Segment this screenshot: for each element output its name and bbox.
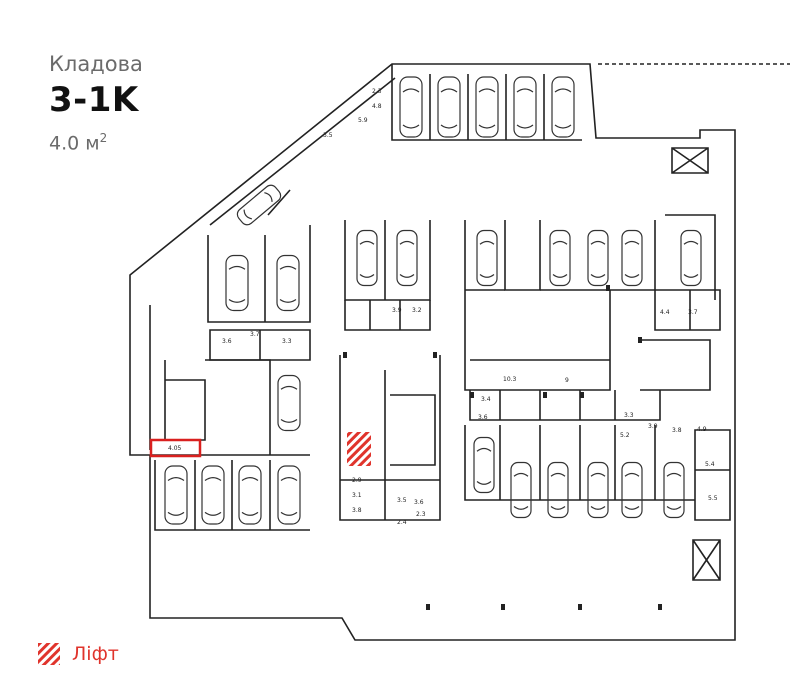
room-area-label: 3.6 [414, 499, 424, 506]
parked-car-icon [276, 254, 300, 312]
parked-car-icon [238, 465, 262, 525]
column-marker [658, 604, 662, 610]
column-marker [426, 604, 430, 610]
unit-area: 4.0 м2 [49, 131, 107, 154]
room-area-label: 3.5 [323, 132, 333, 139]
room-area-label: 2.3 [416, 511, 426, 518]
parked-car-icon [513, 76, 537, 138]
parked-car-icon [396, 229, 418, 287]
parked-car-icon [225, 254, 249, 312]
column-marker [543, 392, 547, 398]
column-marker [433, 352, 437, 358]
column-marker [470, 392, 474, 398]
column-marker [606, 285, 610, 291]
structural-columns [343, 285, 662, 610]
parked-car-icon [680, 229, 702, 287]
parked-car-icon [164, 465, 188, 525]
parked-car-icon [201, 465, 225, 525]
parked-car-icon [510, 461, 532, 519]
parked-car-icon [399, 76, 423, 138]
column-marker [578, 604, 582, 610]
room-area-label: 3.9 [648, 423, 658, 430]
parked-car-icon [587, 461, 609, 519]
room-area-label: 3.4 [481, 396, 491, 403]
parked-car-icon [277, 465, 301, 525]
room-labels: 2.3 3.5 5.9 4.8 3.6 3.7 3.3 3.9 3.2 4.4 3.7 10.3 9 3.… [222, 88, 718, 526]
parked-car-icon [473, 436, 495, 494]
parking-cars [164, 76, 702, 525]
room-area-label: 3.2 [412, 307, 422, 314]
lift-hatch-swatch [38, 643, 60, 665]
room-area-label: 3.3 [282, 338, 292, 345]
parked-car-icon [551, 76, 575, 138]
room-area-label: 3.9 [392, 307, 402, 314]
room-area-label: 3.7 [688, 309, 698, 316]
column-marker [343, 352, 347, 358]
room-area-label: 2.3 [372, 88, 382, 95]
room-area-label: 5.4 [705, 461, 715, 468]
parked-car-icon [621, 229, 643, 287]
room-area-label: 3.6 [222, 338, 232, 345]
room-area-label: 3.7 [250, 331, 260, 338]
lift-marker [347, 432, 371, 466]
parked-car-icon [437, 76, 461, 138]
room-area-label: 3.1 [352, 492, 362, 499]
parked-car-icon [277, 374, 301, 432]
unit-code-title: 3-1K [49, 80, 139, 120]
parked-car-icon [587, 229, 609, 287]
room-area-label: 3.5 [397, 497, 407, 504]
parked-car-icon [475, 76, 499, 138]
parked-car-icon [547, 461, 569, 519]
storage-type-label: Кладова [49, 52, 143, 76]
room-area-label: 3.3 [624, 412, 634, 419]
room-area-label: 4.8 [372, 103, 382, 110]
area-value: 4.0 м [49, 132, 100, 155]
legend: Ліфт [38, 643, 119, 665]
room-area-label: 4.4 [660, 309, 670, 316]
parked-car-icon [663, 461, 685, 519]
selected-unit-label: 4.05 [168, 445, 182, 452]
parked-car-icon [621, 461, 643, 519]
room-area-label: 3.8 [352, 507, 362, 514]
room-area-label: 5.5 [708, 495, 718, 502]
room-area-label: 9 [565, 377, 569, 384]
column-marker [501, 604, 505, 610]
room-area-label: 2.9 [352, 477, 362, 484]
column-marker [580, 392, 584, 398]
room-area-label: 3.8 [672, 427, 682, 434]
parked-car-icon [476, 229, 498, 287]
room-area-label: 2.4 [397, 519, 407, 526]
column-marker [638, 337, 642, 343]
room-area-label: 5.2 [620, 432, 630, 439]
parked-car-icon [356, 229, 378, 287]
parked-car-icon [236, 184, 282, 226]
area-unit-sup: 2 [99, 131, 108, 145]
room-area-label: 4.9 [697, 426, 707, 433]
selected-storage-unit[interactable] [149, 438, 202, 458]
plan-walls [129, 63, 790, 641]
legend-lift-label: Ліфт [72, 643, 119, 665]
room-area-label: 5.9 [358, 117, 368, 124]
room-area-label: 3.6 [478, 414, 488, 421]
parked-car-icon [549, 229, 571, 287]
room-area-label: 10.3 [503, 376, 517, 383]
